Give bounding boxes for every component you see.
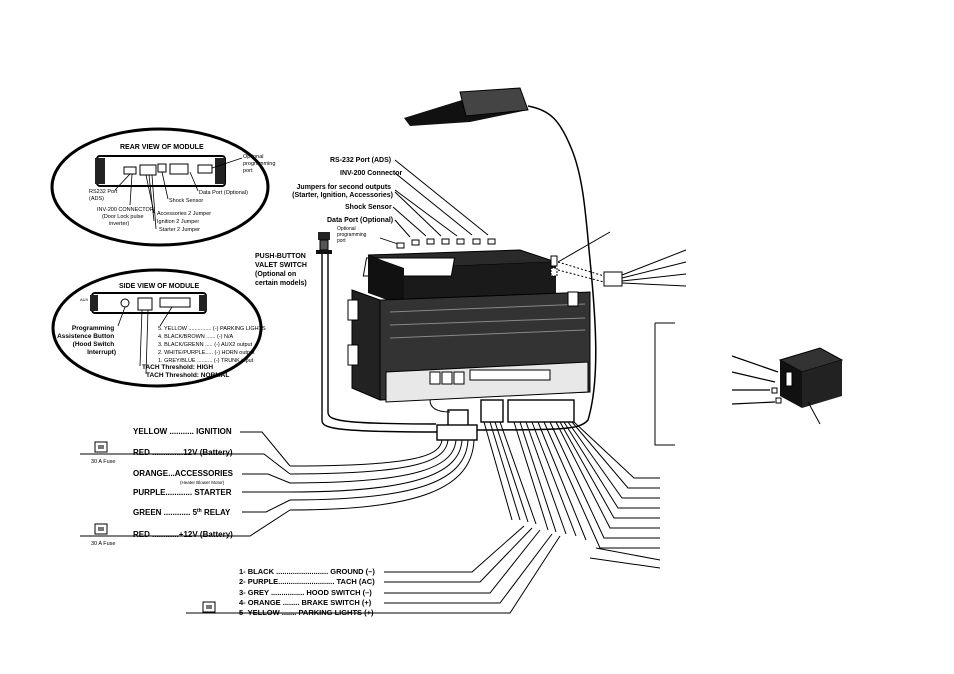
rear-view-inset: REAR VIEW OF MODULE Optional programming…: [50, 127, 277, 247]
rear-inv200-label: INV-200 CONNECTOR (Door Lock pulse inver…: [97, 207, 155, 227]
callout-data-port: Data Port (Optional): [327, 217, 393, 224]
wire-1-black-ground: 1- BLACK ......................... GROUN…: [239, 567, 375, 576]
prog-button-label: Programming Assistence Button (Hood Swit…: [57, 325, 116, 356]
relay-5th: [731, 347, 844, 425]
right-harness: [550, 231, 687, 446]
wire-yellow-ignition: YELLOW ........... IGNITION: [133, 427, 232, 436]
rear-rs232-label: RS232 Port (ADS): [89, 189, 119, 202]
wire-purple-starter: PURPLE............ STARTER: [133, 488, 232, 497]
right-wire-bundle: [543, 421, 661, 569]
rear-view-title: REAR VIEW OF MODULE: [120, 144, 204, 151]
callout-inv200: INV-200 Connector: [340, 170, 403, 177]
side-pin-list: 5. YELLOW ............... (-) PARKING LI…: [158, 326, 267, 364]
left-wire-labels: YELLOW ........... IGNITION RED ........…: [80, 427, 291, 547]
left-wire-bundle: [289, 439, 475, 511]
rear-start2-jumper-label: Starter 2 Jumper: [159, 227, 200, 233]
fuse-label-1: 30 A Fuse: [91, 459, 115, 465]
callout-optional-port: Optional programming port: [337, 226, 368, 244]
tach-normal-label: TACH Threshold: NORMAL: [146, 372, 229, 379]
wire-2-purple-tach: 2- PURPLE........................... TAC…: [239, 577, 375, 586]
harness-connectors: [429, 399, 575, 441]
rear-shock-sensor-label: Shock Sensor: [169, 198, 203, 204]
bottom-wire-bundle: [483, 421, 587, 541]
svg-text:AUX: AUX: [80, 297, 89, 302]
wire-orange-subtitle: (Heater Blower Motor): [180, 480, 225, 485]
side-view-inset: SIDE VIEW OF MODULE AUX Programming Assi…: [51, 268, 267, 388]
wire-red-battery-1: RED ..............12V (Battery): [133, 448, 233, 457]
bottom-wire-labels: 1- BLACK ......................... GROUN…: [186, 525, 561, 617]
fuse-icon: [94, 523, 108, 535]
wire-green-relay: GREEN ............ 5th RELAY: [133, 508, 231, 517]
module-callouts: RS-232 Port (ADS) INV-200 Connector Jump…: [292, 157, 496, 249]
valet-switch-label: PUSH-BUTTON VALET SWITCH (Optional on ce…: [255, 253, 309, 287]
side-view-title: SIDE VIEW OF MODULE: [119, 283, 199, 290]
callout-shock-sensor: Shock Sensor: [345, 204, 392, 211]
valet-switch: PUSH-BUTTON VALET SWITCH (Optional on ce…: [255, 232, 441, 433]
rear-acc2-jumper-label: Accessories 2 Jumper: [157, 211, 211, 217]
callout-jumpers: Jumpers for second outputs (Starter, Ign…: [292, 184, 393, 199]
rear-optional-port-label: Optional programming port: [243, 154, 277, 174]
main-module: [347, 249, 591, 403]
callout-rs232: RS-232 Port (ADS): [330, 157, 391, 164]
wire-4-orange-brake: 4- ORANGE ........ BRAKE SWITCH (+): [239, 598, 372, 607]
shock-sensor-device: [404, 87, 597, 431]
fuse-icon: [202, 601, 216, 613]
tach-high-label: TACH Threshold: HIGH: [142, 364, 213, 371]
wire-3-grey-hood: 3- GREY ................ HOOD SWITCH (–): [239, 588, 372, 597]
rear-ign2-jumper-label: Ignition 2 Jumper: [157, 219, 199, 225]
wire-orange-accessories: ORANGE...ACCESSORIES: [133, 469, 234, 478]
fuse-label-2: 30 A Fuse: [91, 541, 115, 547]
wire-red-battery-2: RED ............+12V (Battery): [133, 530, 233, 539]
fuse-icon: [94, 441, 108, 453]
rear-data-port-label: Data Port (Optional): [199, 190, 248, 196]
